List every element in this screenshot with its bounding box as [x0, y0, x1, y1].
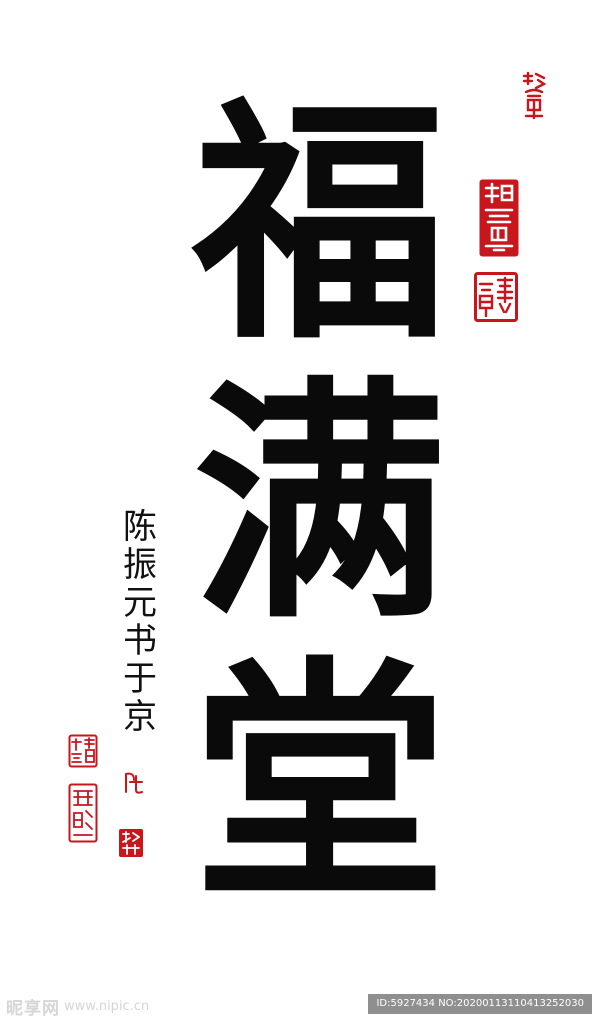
inscription-char: 振 — [123, 545, 157, 585]
inscription-char: 元 — [123, 583, 157, 623]
seal-stamp-icon — [478, 178, 520, 258]
inscription-char: 于 — [123, 659, 157, 699]
main-calligraphy-column: 福 满 堂 — [175, 85, 465, 925]
seal-stamp-icon — [118, 828, 144, 858]
main-character-3: 堂 — [192, 635, 448, 934]
watermark-logo: 昵享网 www.nipic.cn — [6, 994, 149, 1019]
seal-stamp-icon — [520, 70, 548, 122]
artist-inscription: 陈 振 元 书 于 京 — [118, 508, 162, 736]
inscription-char: 京 — [123, 697, 157, 737]
seal-stamp-icon — [68, 783, 98, 843]
seal-stamp-icon — [474, 272, 518, 322]
inscription-char: 陈 — [123, 507, 157, 547]
watermark-id-badge: ID:5927434 NO:20200113110413252030 — [368, 994, 592, 1014]
main-character-2: 满 — [192, 355, 448, 654]
seal-stamp-icon — [68, 734, 98, 768]
watermark-logo-text: 昵享网 — [6, 999, 60, 1019]
seal-stamp-icon — [122, 770, 146, 796]
main-character-1: 福 — [192, 75, 448, 374]
inscription-char: 书 — [123, 621, 157, 661]
watermark-url: www.nipic.cn — [64, 999, 150, 1014]
